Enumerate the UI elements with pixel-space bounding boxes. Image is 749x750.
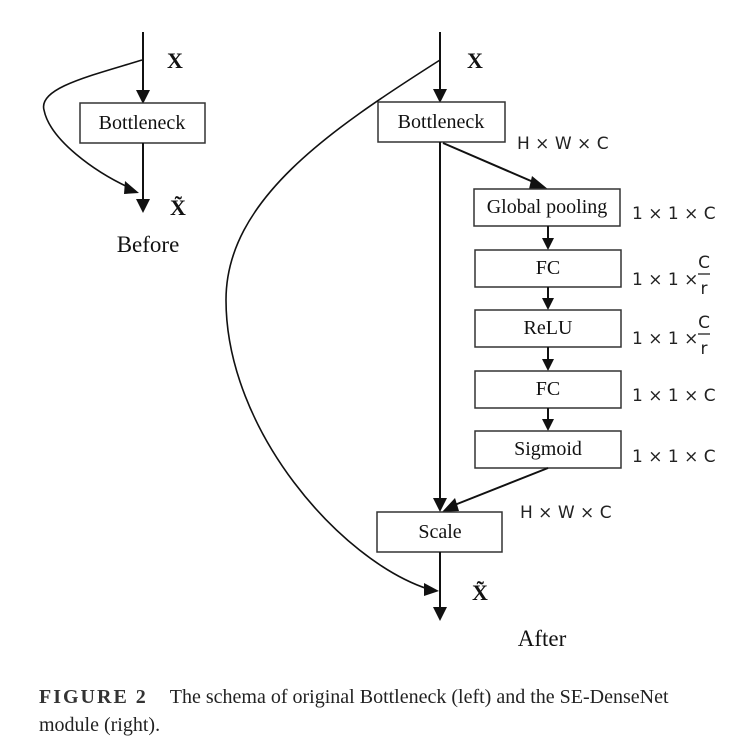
fc1-label: FC — [536, 257, 560, 279]
after-output-label: X̃ — [472, 580, 488, 605]
scale-box — [376, 511, 503, 553]
global-pooling-label: Global pooling — [487, 196, 608, 218]
relu-dim-numerator: C — [698, 313, 710, 333]
after-branch-line — [442, 142, 539, 185]
after-bottleneck-box — [377, 101, 506, 143]
se-densenet-diagram: Bottleneck X X̃ Before X Bottleneck H × … — [42, 32, 716, 651]
after-bottleneck-label: Bottleneck — [398, 111, 485, 133]
before-output-arrowhead — [136, 199, 150, 213]
scale-label: Scale — [418, 521, 461, 543]
se-block-sigmoid: Sigmoid 1 × 1 × C — [474, 430, 716, 469]
fc1-dim-denominator: r — [701, 279, 708, 299]
figure-label: FIGURE 2 — [39, 686, 148, 708]
se-block-global-pooling: Global pooling 1 × 1 × C — [473, 188, 716, 227]
before-output-label: X̃ — [170, 195, 186, 220]
after-excitation-arrowhead — [442, 498, 459, 512]
fc1-dim-numerator: C — [698, 253, 710, 273]
sigmoid-label: Sigmoid — [514, 438, 582, 460]
before-title: Before — [117, 232, 180, 257]
se-block-fc1: FC 1 × 1 × C r — [474, 249, 710, 299]
before-input-arrowhead — [136, 90, 150, 104]
before-bottleneck-label: Bottleneck — [99, 112, 186, 134]
after-input-arrowhead — [433, 89, 447, 103]
sigmoid-box — [474, 430, 622, 469]
after-trunk-arrowhead — [433, 498, 447, 512]
sigmoid-dim: 1 × 1 × C — [632, 447, 716, 467]
after-skip-connection — [225, 59, 441, 590]
after-excitation-line — [451, 467, 549, 507]
caption-text: The schema of original Bottleneck (left)… — [39, 686, 669, 736]
fc1-box — [474, 249, 622, 288]
arrowhead-relu-to-fc2 — [542, 359, 554, 371]
before-input-label: X — [167, 48, 183, 73]
after-bottleneck-dim: H × W × C — [517, 134, 609, 154]
relu-dim-denominator: r — [701, 339, 708, 359]
after-diagram: X Bottleneck H × W × C Global pooling 1 … — [225, 32, 716, 651]
relu-label: ReLU — [524, 317, 573, 339]
relu-dim-prefix: 1 × 1 × — [632, 329, 698, 349]
arrowhead-fc2-to-sigmoid — [542, 419, 554, 431]
relu-box — [474, 309, 622, 348]
arrowhead-gp-to-fc1 — [542, 238, 554, 250]
global-pooling-box — [473, 188, 621, 227]
after-input-label: X — [467, 48, 483, 73]
after-skip-arrowhead — [424, 583, 439, 596]
after-title: After — [518, 626, 567, 651]
fc1-dim-prefix: 1 × 1 × — [632, 270, 698, 290]
scale-dim: H × W × C — [520, 503, 612, 523]
fc2-label: FC — [536, 378, 560, 400]
before-skip-connection — [42, 59, 143, 189]
after-branch-arrowhead — [529, 176, 549, 190]
arrowhead-fc1-to-relu — [542, 298, 554, 310]
fc2-dim: 1 × 1 × C — [632, 386, 716, 406]
se-block-fc2: FC 1 × 1 × C — [474, 370, 716, 409]
before-diagram: Bottleneck X X̃ Before — [42, 32, 206, 257]
after-output-arrowhead — [433, 607, 447, 621]
global-pooling-dim: 1 × 1 × C — [632, 204, 716, 224]
se-block-relu: ReLU 1 × 1 × C r — [474, 309, 710, 359]
before-skip-arrowhead — [124, 181, 139, 194]
